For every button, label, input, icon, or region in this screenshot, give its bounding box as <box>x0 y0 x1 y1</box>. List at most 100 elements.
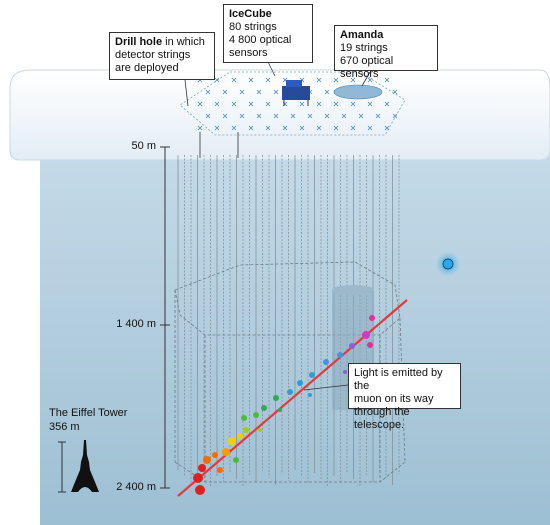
light-hit-sensor <box>195 485 205 495</box>
icecube-callout-title: IceCube <box>229 8 272 20</box>
amanda-surface-array <box>333 84 383 100</box>
drill-callout-leader <box>184 79 189 107</box>
surface-station-marker <box>307 113 313 119</box>
surface-station-marker <box>316 77 322 83</box>
surface-station-marker <box>316 125 322 131</box>
light-hit-sensor <box>217 467 223 473</box>
drill-callout-rest: in which <box>162 36 205 48</box>
surface-station-marker <box>239 89 245 95</box>
drill-hole-callout: Drill hole in which detector strings are… <box>109 32 215 80</box>
drill-callout-title: Drill hole <box>115 36 163 48</box>
light-hit-sensor <box>349 343 355 349</box>
light-hit-sensor <box>287 389 293 395</box>
light-emission-callout: Light is emitted by the muon on its way … <box>348 363 461 431</box>
surface-station-marker <box>358 113 364 119</box>
surface-station-marker <box>341 113 347 119</box>
surface-station-marker <box>392 113 398 119</box>
light-hit-sensor <box>362 331 370 339</box>
surface-station-marker <box>222 113 228 119</box>
surface-station-marker <box>231 101 237 107</box>
light-hit-sensor <box>309 372 315 378</box>
detector-strings <box>177 155 400 487</box>
light-callout-line2: muon on its way <box>354 393 434 405</box>
surface-station-marker <box>333 125 339 131</box>
surface-station-marker <box>367 101 373 107</box>
drill-callout-line3: are deployed <box>115 62 179 74</box>
surface-station-marker <box>367 125 373 131</box>
surface-station-marker <box>205 113 211 119</box>
eiffel-scale-bar <box>58 441 66 493</box>
light-hit-sensor <box>369 315 375 321</box>
surface-station-marker <box>324 113 330 119</box>
surface-station-marker <box>290 113 296 119</box>
light-hit-sensor <box>261 405 267 411</box>
light-callout-leader <box>303 384 349 391</box>
surface-station-marker <box>384 77 390 83</box>
light-hit-sensor <box>237 433 243 439</box>
amanda-callout-title: Amanda <box>340 29 384 41</box>
light-hit-sensor <box>222 448 230 456</box>
light-hit-sensors <box>193 315 375 495</box>
icecube-callout-leader <box>267 61 276 77</box>
surface-grid-outline <box>179 71 406 136</box>
surface-station-marker <box>256 89 262 95</box>
depth-label-1400m: 1 400 m <box>116 318 156 330</box>
eiffel-tower-icon <box>71 440 99 492</box>
surface-station-marker <box>256 113 262 119</box>
surface-station-marker <box>214 77 220 83</box>
surface-station-marker <box>367 77 373 83</box>
amanda-callout: Amanda 19 strings 670 optical sensors <box>334 25 438 80</box>
light-hit-sensor <box>367 342 373 348</box>
surface-ice-layer <box>9 69 550 161</box>
surface-station-marker <box>248 77 254 83</box>
icecube-callout: IceCube 80 strings 4 800 optical sensors <box>223 4 313 63</box>
neutrino-source-icon <box>442 258 454 270</box>
surface-station-marker <box>384 125 390 131</box>
surface-station-marker <box>324 89 330 95</box>
surface-station-marker <box>265 125 271 131</box>
icecube-callout-line3: sensors <box>229 47 268 59</box>
surface-station-marker <box>299 101 305 107</box>
light-hit-sensor <box>203 456 211 464</box>
icecube-callout-line2: 4 800 optical <box>229 34 292 46</box>
light-hit-sensor <box>253 412 259 418</box>
light-callout-line1: Light is emitted by the <box>354 367 443 392</box>
light-hit-sensor <box>343 370 347 374</box>
surface-station-marker <box>273 89 279 95</box>
icecube-lab-building <box>282 80 310 106</box>
surface-station-marker <box>214 101 220 107</box>
surface-station-marker <box>231 125 237 131</box>
drill-callout-line2: detector strings <box>115 49 191 61</box>
light-hit-sensor <box>233 457 239 463</box>
surface-station-marker <box>248 101 254 107</box>
surface-station-marker <box>197 101 203 107</box>
surface-station-marker <box>333 77 339 83</box>
surface-station-marker <box>222 89 228 95</box>
depth-label-50m: 50 m <box>131 140 156 152</box>
light-hit-sensor <box>243 427 249 433</box>
surface-station-marker <box>384 101 390 107</box>
light-hit-sensor <box>258 428 262 432</box>
light-hit-sensor <box>273 395 279 401</box>
eiffel-height: 356 m <box>49 421 80 433</box>
light-callout-line3: through the telescope. <box>354 406 410 431</box>
surface-station-marker <box>350 101 356 107</box>
surface-station-marker <box>205 89 211 95</box>
light-hit-sensor <box>193 473 203 483</box>
light-hit-sensor <box>308 393 312 397</box>
light-hit-sensor <box>297 380 303 386</box>
surface-station-marker <box>248 125 254 131</box>
depth-label-2400m: 2 400 m <box>116 481 156 493</box>
light-hit-sensor <box>241 415 247 421</box>
surface-station-marker <box>316 101 322 107</box>
surface-station-marker <box>239 113 245 119</box>
light-hit-sensor <box>228 437 236 445</box>
amanda-callout-leader <box>361 71 371 87</box>
icecube-callout-line1: 80 strings <box>229 21 277 33</box>
surface-station-marker <box>231 77 237 83</box>
surface-station-marker <box>333 101 339 107</box>
light-hit-sensor <box>198 464 206 472</box>
surface-station-marker <box>273 113 279 119</box>
amanda-callout-line1: 19 strings <box>340 42 388 54</box>
